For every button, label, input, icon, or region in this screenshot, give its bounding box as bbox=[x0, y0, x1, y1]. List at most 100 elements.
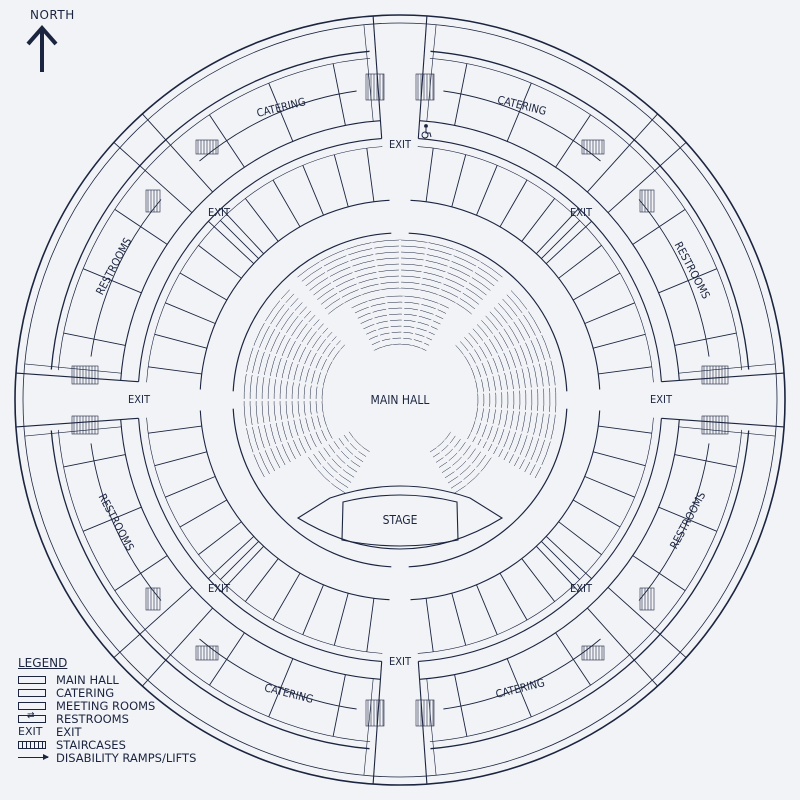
hall-inner-wall bbox=[232, 232, 392, 392]
service-room-partition bbox=[63, 332, 126, 346]
legend-arrow-icon bbox=[18, 753, 49, 762]
meeting-room-partition bbox=[572, 272, 621, 301]
exit-label-north[interactable]: EXIT bbox=[389, 138, 412, 151]
corridor-wall bbox=[142, 113, 213, 193]
building-wall-inner bbox=[429, 429, 743, 743]
hall-outer-wall bbox=[410, 199, 601, 390]
exit-label-southwest[interactable]: EXIT bbox=[208, 582, 231, 595]
seat-row bbox=[373, 343, 427, 351]
seat-aisle bbox=[242, 371, 324, 388]
legend-box-icon bbox=[18, 675, 48, 684]
building-wall-inner bbox=[57, 429, 371, 743]
service-room-partition bbox=[674, 332, 737, 346]
seat-aisle bbox=[470, 331, 546, 368]
staircase bbox=[415, 699, 435, 727]
corridor-wall-inner bbox=[418, 138, 662, 382]
staircase bbox=[639, 587, 655, 611]
corridor-wall bbox=[426, 24, 437, 122]
corridor-wall bbox=[363, 24, 374, 122]
meeting-room-partition bbox=[333, 593, 349, 646]
corridor-wall bbox=[587, 607, 658, 687]
corridor-wall-outer bbox=[419, 419, 680, 680]
seat-aisle bbox=[419, 303, 441, 349]
seat-aisle bbox=[463, 307, 532, 357]
catering-label-ne: CATERING bbox=[496, 93, 548, 118]
seat-row bbox=[438, 441, 467, 468]
corridor-wall bbox=[545, 220, 592, 264]
staircase bbox=[701, 365, 729, 385]
seat-aisle bbox=[384, 296, 394, 345]
exit-label-northeast[interactable]: EXIT bbox=[570, 206, 593, 219]
service-room-divider bbox=[199, 638, 357, 710]
plan-labels: MAIN HALL STAGE EXIT EXIT EXIT EXIT EXIT… bbox=[93, 93, 712, 706]
seat-row bbox=[463, 336, 491, 446]
legend-item: CATERING bbox=[18, 685, 218, 700]
service-room-partition bbox=[63, 454, 126, 468]
service-room-partition bbox=[114, 209, 168, 245]
staircase bbox=[365, 73, 385, 101]
corridor-wall bbox=[208, 536, 255, 580]
legend-item: STAIRCASES bbox=[18, 738, 218, 752]
meeting-room-partition bbox=[179, 272, 228, 301]
seat-row bbox=[313, 453, 350, 489]
service-room-divider bbox=[638, 199, 710, 357]
meeting-room-partition bbox=[451, 154, 467, 207]
seat-aisle bbox=[436, 446, 468, 486]
meeting-room-partition bbox=[593, 451, 646, 467]
seat-row bbox=[327, 287, 473, 315]
exit-label-west[interactable]: EXIT bbox=[128, 393, 151, 406]
corridor-wall bbox=[208, 220, 255, 264]
restrooms-label-ne: RESTROOMS bbox=[672, 240, 713, 301]
seat-row bbox=[441, 444, 472, 473]
exit-label-east[interactable]: EXIT bbox=[650, 393, 673, 406]
legend-box-icon bbox=[18, 701, 48, 710]
main-hall-label: MAIN HALL bbox=[371, 393, 430, 407]
corridor-wall bbox=[545, 536, 592, 580]
seat-aisle bbox=[329, 445, 363, 484]
seat-aisle bbox=[319, 260, 345, 304]
legend-box-icon bbox=[18, 688, 48, 697]
legend-item: DISABILITY RAMPS/LIFTS bbox=[18, 751, 218, 765]
service-room-divider bbox=[90, 443, 162, 601]
hall-inner-wall bbox=[408, 232, 568, 392]
corridor-wall bbox=[607, 587, 687, 658]
seat-row bbox=[297, 327, 329, 452]
seat-row bbox=[308, 457, 347, 494]
service-room-partition bbox=[632, 555, 686, 591]
outer-wall-inner bbox=[22, 22, 778, 778]
restrooms-label-sw: RESTROOMS bbox=[96, 492, 137, 553]
seat-row bbox=[348, 431, 371, 453]
service-room-partition bbox=[632, 209, 686, 245]
legend-item-label: CATERING bbox=[56, 685, 115, 700]
legend-item-label: MEETING ROOMS bbox=[56, 698, 156, 713]
legend-item-label: RESTROOMS bbox=[56, 711, 129, 726]
meeting-room-partition bbox=[598, 366, 652, 375]
seat-aisle bbox=[316, 437, 355, 471]
exit-label-south[interactable]: EXIT bbox=[389, 655, 412, 668]
seat-aisle bbox=[477, 405, 560, 415]
staircase bbox=[701, 415, 729, 435]
seat-aisle bbox=[437, 249, 456, 296]
seating-rows bbox=[240, 239, 560, 495]
service-room-partition bbox=[555, 114, 591, 168]
meeting-room-partition bbox=[584, 476, 635, 498]
corridor-wall bbox=[426, 678, 437, 776]
corridor-wall bbox=[220, 545, 264, 592]
seat-aisle bbox=[477, 385, 560, 395]
corridor-wall-inner bbox=[418, 418, 662, 662]
seat-aisle bbox=[443, 439, 482, 474]
exit-label-northwest[interactable]: EXIT bbox=[208, 206, 231, 219]
legend-item: MEETING ROOMS bbox=[18, 698, 218, 713]
seat-row bbox=[450, 453, 487, 489]
legend-item-label: EXIT bbox=[56, 724, 82, 739]
meeting-room-partition bbox=[558, 521, 602, 555]
stage-outline bbox=[296, 485, 504, 550]
seat-aisle bbox=[260, 319, 334, 362]
seat-row bbox=[453, 457, 492, 494]
staircase bbox=[365, 699, 385, 727]
corridor-wall bbox=[113, 142, 193, 213]
service-room-partition bbox=[82, 506, 142, 532]
legend-title: LEGEND bbox=[18, 656, 68, 670]
corridor-wall bbox=[661, 372, 785, 383]
exit-label-southeast[interactable]: EXIT bbox=[570, 582, 593, 595]
